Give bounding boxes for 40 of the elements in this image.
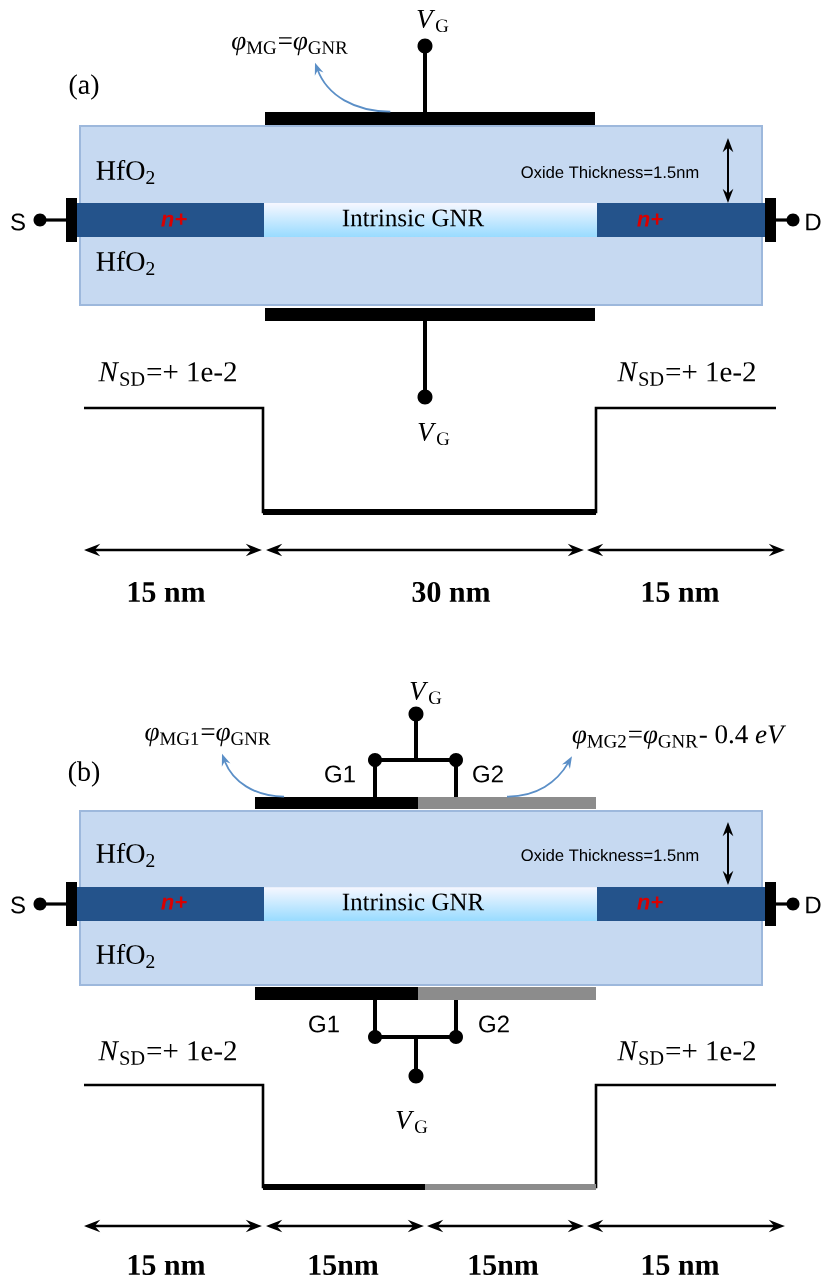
doping-label: n+ <box>161 213 187 227</box>
gate-electrode <box>265 308 595 321</box>
length-label: 15 nm <box>128 581 206 603</box>
gate-electrode <box>255 797 418 809</box>
length-label: 15nm <box>469 1254 539 1276</box>
formula-label: φ$_{MG2}$=φ$_{GNR}$- 0.4 eV <box>572 725 787 749</box>
material-label: HfO$_{2}$ <box>96 251 155 276</box>
formula-label: φ$_{MG}$=φ$_{GNR}$ <box>232 36 348 56</box>
gate-label: G2 <box>479 1015 509 1033</box>
formula-label: φ$_{MG1}$=φ$_{GNR}$ <box>145 727 271 747</box>
voltage-label: V$_{G}$ <box>410 681 442 705</box>
gate-electrode <box>255 987 418 1000</box>
length-label: 15 nm <box>642 581 720 603</box>
gate-electrode <box>418 797 596 809</box>
material-label: HfO$_{2}$ <box>96 160 155 185</box>
doping-label: n+ <box>161 896 187 910</box>
panel-label: (a) <box>69 74 99 100</box>
voltage-label: V$_{G}$ <box>418 422 450 446</box>
voltage-label: V$_{G}$ <box>396 1110 428 1134</box>
material-label: HfO$_{2}$ <box>96 843 155 868</box>
length-label: 15 nm <box>128 1254 206 1276</box>
thickness-label: Oxide Thickness=1.5nm <box>521 165 699 179</box>
length-label: 15 nm <box>642 1254 720 1276</box>
terminal-label: S <box>11 896 25 914</box>
panel-label: (b) <box>68 761 100 787</box>
material-label: HfO$_{2}$ <box>96 944 155 969</box>
region-label: Intrinsic GNR <box>342 209 485 227</box>
terminal-label: D <box>806 213 821 231</box>
gate-electrode <box>418 987 596 1000</box>
length-label: 30 nm <box>412 581 491 603</box>
gate-electrode <box>265 112 595 125</box>
doping-label: n+ <box>637 896 663 910</box>
terminal-label: S <box>11 213 25 231</box>
length-label: 15nm <box>309 1254 379 1276</box>
doping-label: n+ <box>637 213 663 227</box>
region-label: Intrinsic GNR <box>342 893 485 911</box>
gate-label: G1 <box>325 765 355 783</box>
gate-label: G2 <box>473 765 503 783</box>
doping-level-label: N$_{SD}$=+ 1e-2 <box>617 362 755 386</box>
terminal-label: D <box>806 896 821 914</box>
